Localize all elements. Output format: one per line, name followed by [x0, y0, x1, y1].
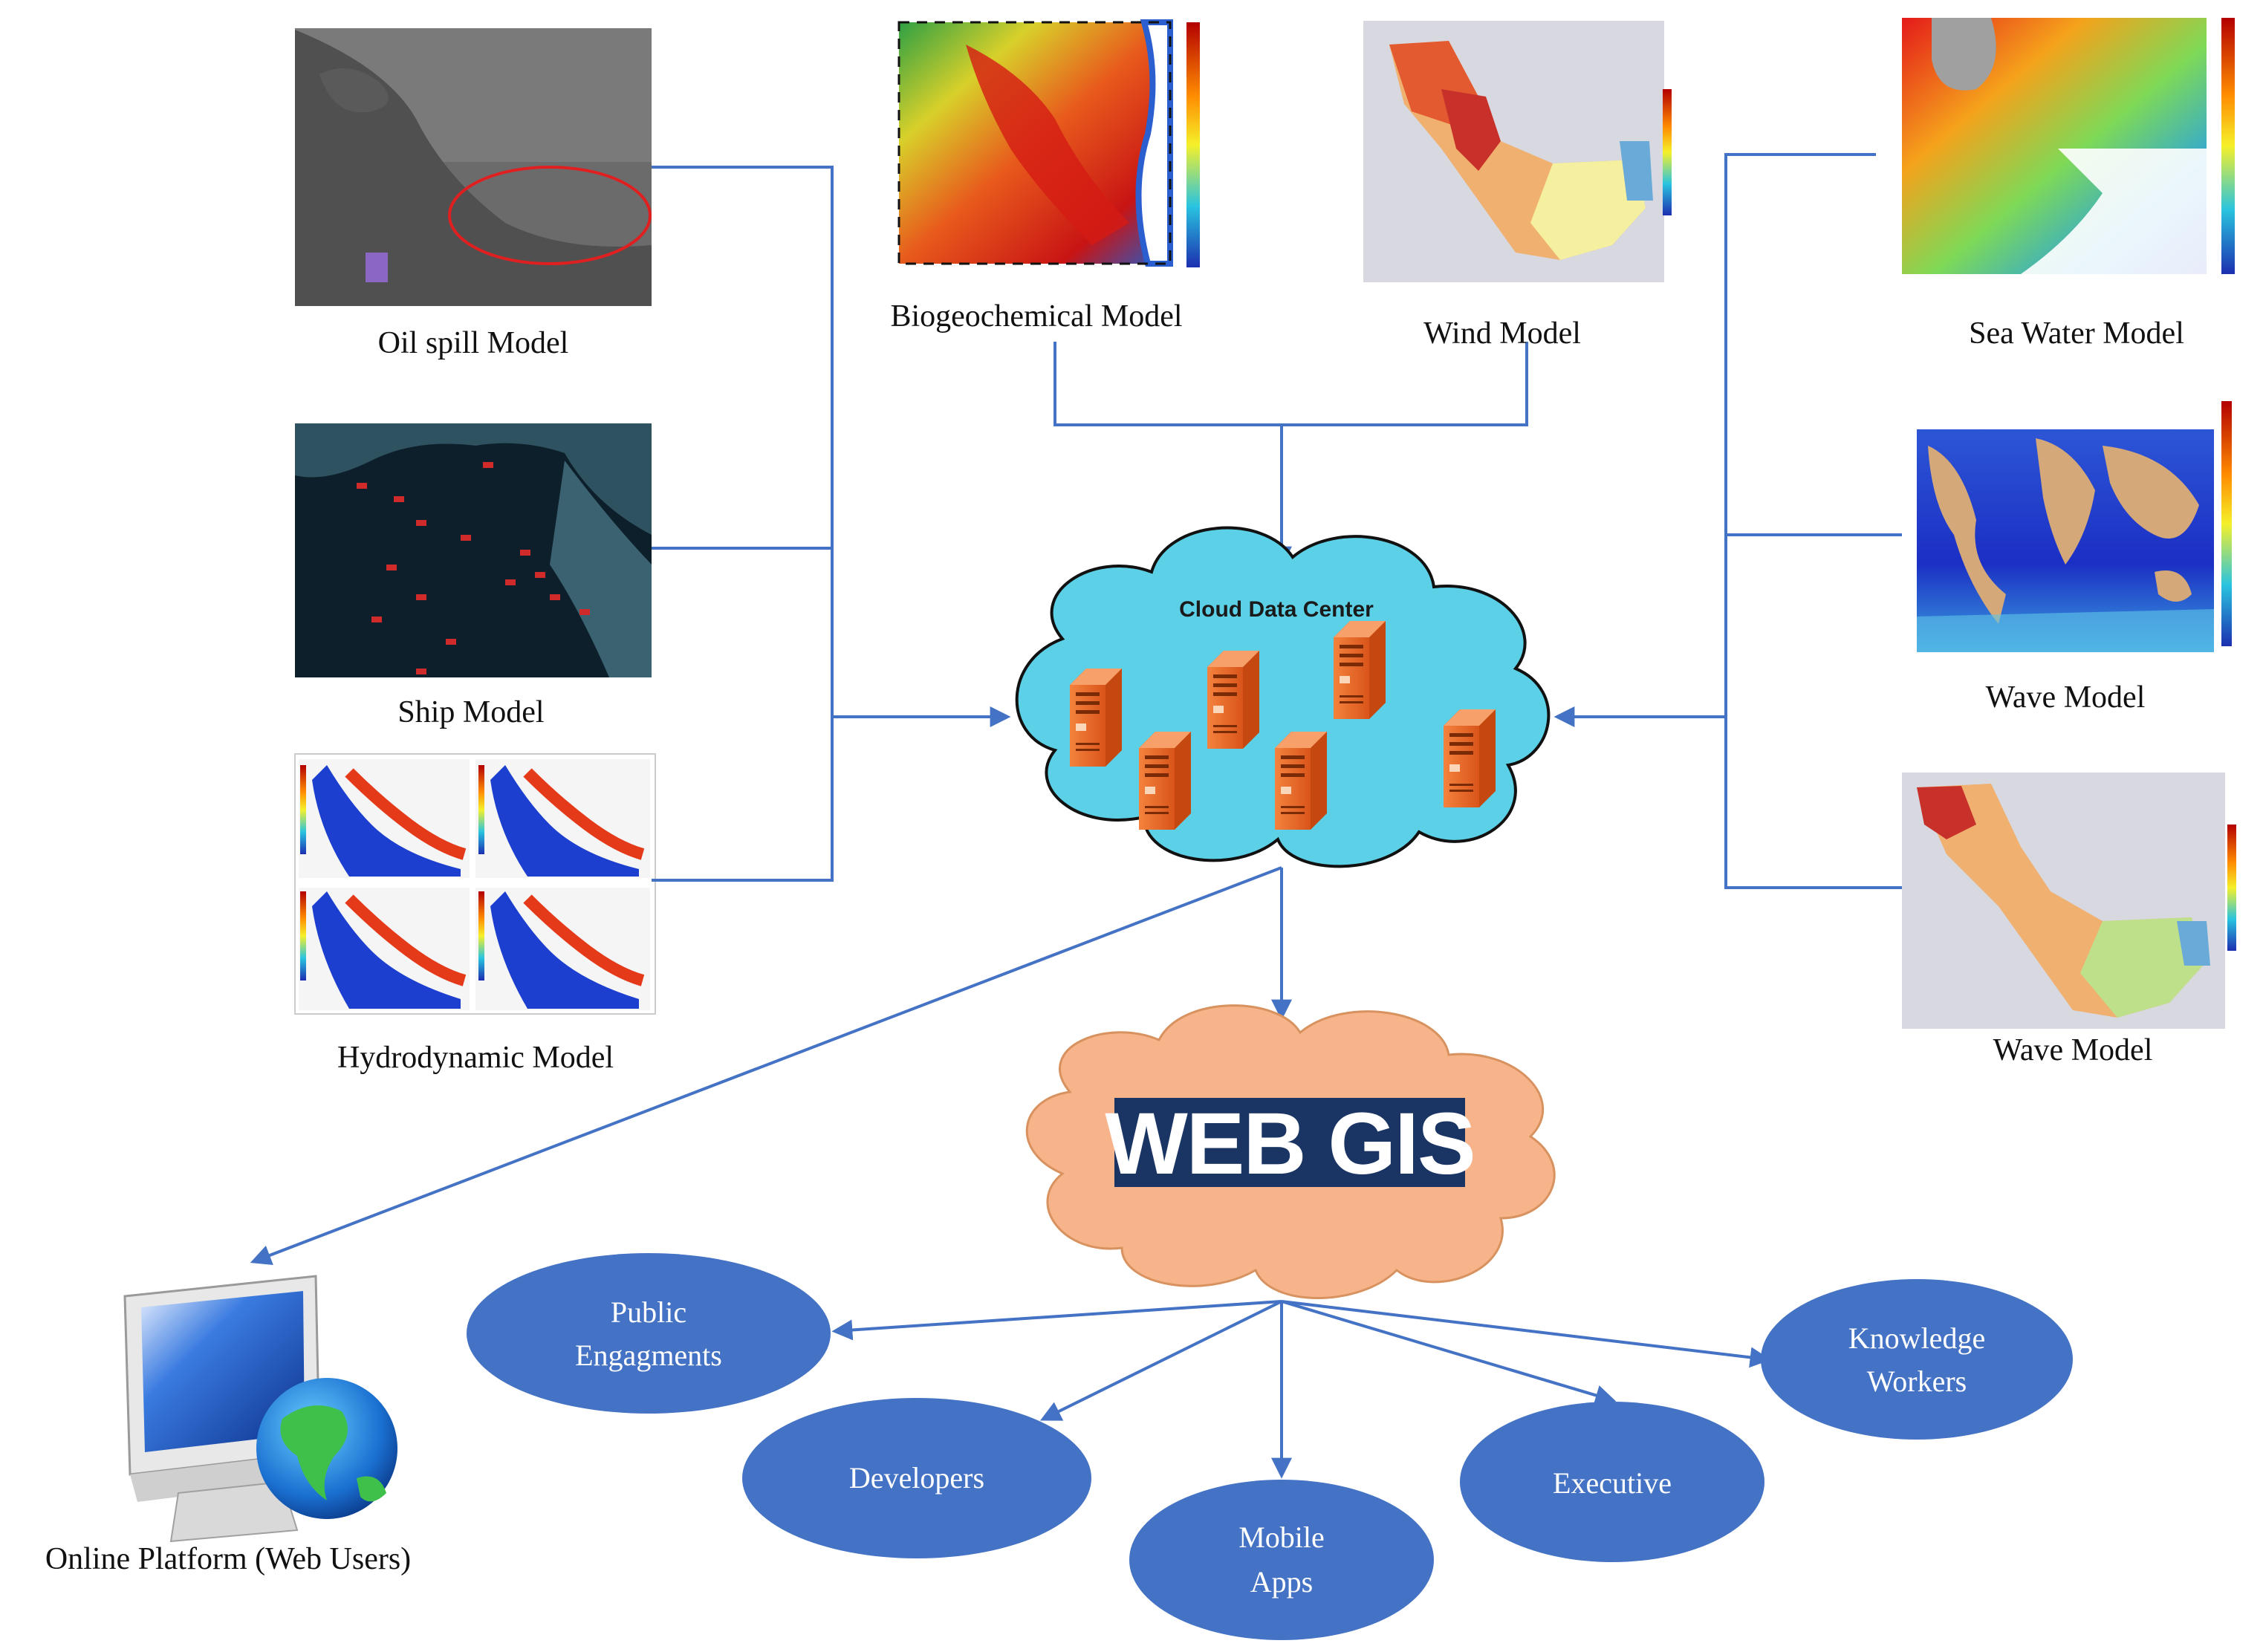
biogeochemical-image	[862, 19, 1252, 282]
ellipse-label: Developers	[849, 1461, 984, 1495]
ship-label: Ship Model	[397, 695, 545, 729]
wave-model-1-image	[1902, 401, 2262, 691]
ellipse-label: Apps	[1250, 1565, 1313, 1599]
cloud-data-center-title: Cloud Data Center	[1179, 597, 1374, 622]
sea-water-image	[1876, 13, 2262, 299]
svg-text:Developers: Developers	[849, 1461, 984, 1495]
oil-spill-label: Oil spill Model	[377, 326, 569, 360]
wind-image	[1363, 21, 1672, 282]
connector-right	[1553, 153, 1902, 889]
server-icon	[1207, 651, 1259, 749]
ellipse-label: Engagments	[575, 1339, 722, 1372]
server-icon	[1444, 709, 1496, 807]
wave-model-2-label: Wave Model	[1993, 1033, 2153, 1067]
wave-model-1-label: Wave Model	[1985, 680, 2146, 715]
connector-top	[1053, 342, 1528, 568]
hydrodynamic-image	[294, 753, 656, 1015]
ship-image	[295, 423, 652, 677]
connector-down	[250, 866, 1292, 1266]
ellipse-label: Public	[611, 1295, 686, 1329]
webgis-banner	[1114, 1098, 1465, 1187]
connector-left	[652, 166, 1011, 882]
server-icon	[1334, 621, 1386, 719]
svg-text:Executive: Executive	[1553, 1466, 1672, 1500]
ellipse-label: Knowledge	[1848, 1321, 1985, 1355]
ellipse-label: Workers	[1867, 1365, 1967, 1398]
oil-spill-image	[295, 28, 652, 306]
server-icon	[1139, 732, 1191, 830]
wave-model-2-image	[1902, 773, 2236, 1029]
ellipse-label: Executive	[1553, 1466, 1672, 1500]
server-icon	[1275, 732, 1327, 830]
wind-label: Wind Model	[1423, 316, 1581, 351]
biogeochemical-label: Biogeochemical Model	[890, 299, 1183, 334]
computer-globe-icon	[123, 1275, 397, 1543]
webgis-title: WEB GIS	[1105, 1095, 1474, 1193]
webgis-cloud: WEB GIS	[1025, 1004, 1556, 1299]
sea-water-label: Sea Water Model	[1969, 316, 2184, 351]
ellipse-label: Mobile	[1238, 1521, 1325, 1554]
connector-users	[831, 1300, 1771, 1479]
cloud-data-center: Cloud Data Center	[1015, 526, 1551, 868]
ellipse-executive: Executive	[1460, 1402, 1764, 1562]
server-icon	[1070, 669, 1122, 767]
hydrodynamic-label: Hydrodynamic Model	[337, 1041, 614, 1075]
online-platform-label: Online Platform (Web Users)	[45, 1542, 412, 1576]
ellipse-developers: Developers	[742, 1398, 1091, 1558]
